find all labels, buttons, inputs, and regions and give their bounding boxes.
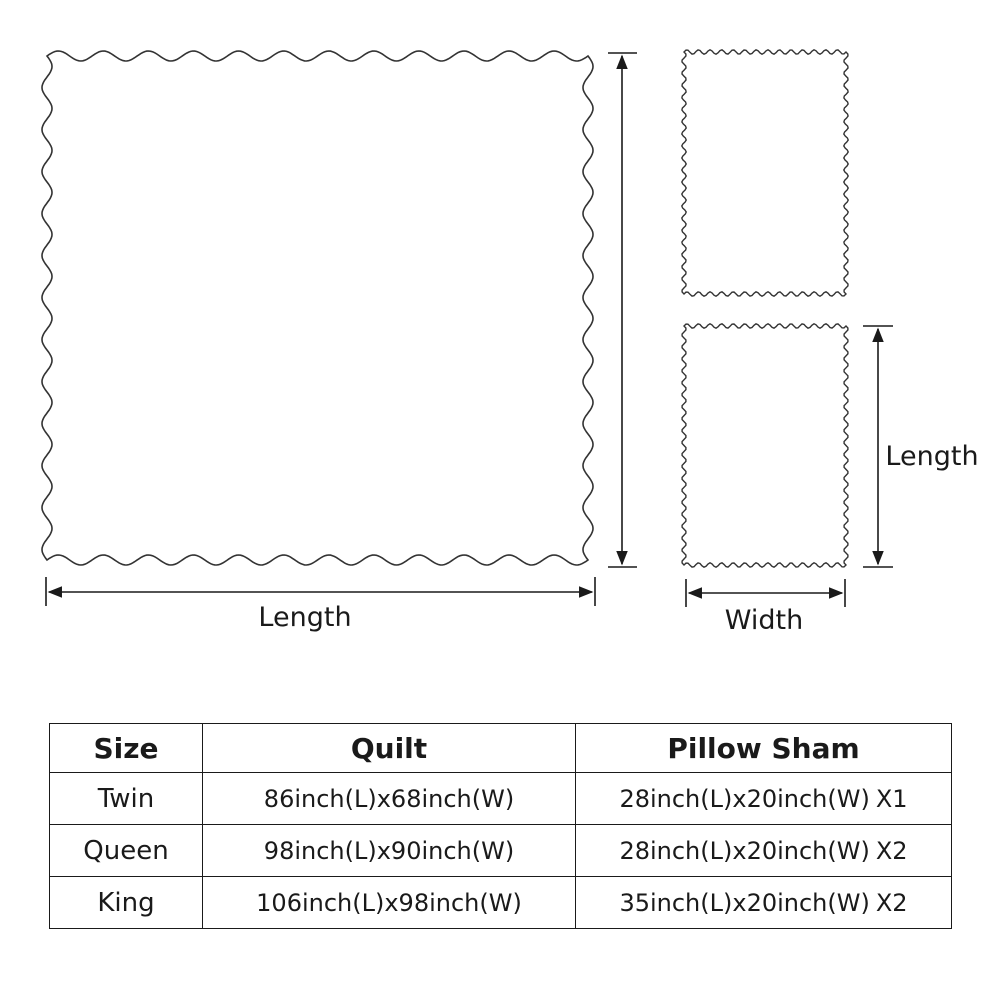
table-header-row: Size Quilt Pillow Sham [49,723,952,773]
quilt-length-dimension [45,577,596,606]
quilt-dimensions-cell: 98inch(L)x90inch(W) [202,824,576,877]
sham-quantity: X2 [875,888,908,917]
size-table: Size Quilt Pillow Sham Twin 86inch(L)x68… [49,723,952,929]
table-row: Queen 98inch(L)x90inch(W) 28inch(L)x20in… [49,824,952,877]
table-row: Twin 86inch(L)x68inch(W) 28inch(L)x20inc… [49,772,952,825]
quilt-length-label: Length [258,602,351,633]
size-cell: Twin [49,772,203,825]
sham-width-label: Width [725,605,803,636]
sham-dimensions-cell: 28inch(L)x20inch(W)X2 [575,824,952,877]
sham-dimensions: 35inch(L)x20inch(W) [619,888,870,917]
pillow-sham-outline-bottom [681,322,849,569]
sham-dimensions-cell: 28inch(L)x20inch(W)X1 [575,772,952,825]
sham-quantity: X2 [875,836,908,865]
quilt-dimensions-cell: 106inch(L)x98inch(W) [202,876,576,929]
quilt-outline [41,50,594,566]
table-row: King 106inch(L)x98inch(W) 35inch(L)x20in… [49,876,952,929]
sham-length-label: Length [885,441,978,472]
sham-dimensions-cell: 35inch(L)x20inch(W)X2 [575,876,952,929]
quilt-dimensions-cell: 86inch(L)x68inch(W) [202,772,576,825]
header-pillow-sham: Pillow Sham [575,723,952,773]
size-diagram: Length Length Width [41,48,979,636]
sham-dimensions: 28inch(L)x20inch(W) [619,784,870,813]
size-cell: Queen [49,824,203,877]
sham-dimensions: 28inch(L)x20inch(W) [619,836,870,865]
size-cell: King [49,876,203,929]
header-quilt: Quilt [202,723,576,773]
sham-length-dimension [863,325,893,568]
header-size: Size [49,723,203,773]
sham-quantity: X1 [875,784,908,813]
pillow-sham-outline-top [681,48,849,298]
quilt-height-dimension [608,52,637,568]
sham-width-dimension [685,579,846,607]
